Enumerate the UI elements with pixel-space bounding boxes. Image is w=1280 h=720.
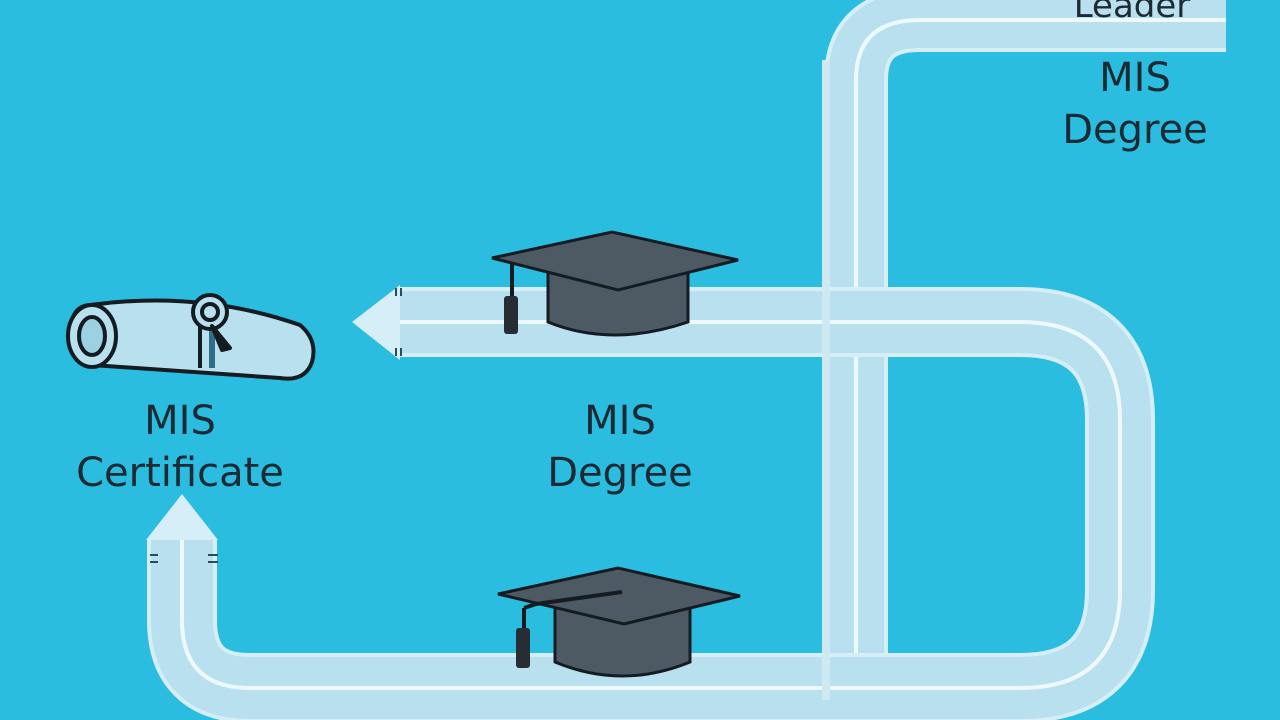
road-bottom [147,530,860,720]
graduation-cap-icon [491,230,739,337]
diploma-scroll-icon [66,293,316,381]
mis-degree-middle-label: MIS Degree [470,395,770,499]
mis-certificate-line1: MIS [144,398,216,444]
mis-degree-top-line2: Degree [1062,107,1208,153]
arrow-left-head [352,285,400,360]
road-loop [860,287,1155,720]
mis-certificate-label: MIS Certificate [40,395,320,499]
arrowheads [146,285,402,563]
mis-degree-top-label: MIS Degree [1000,52,1270,156]
mis-certificate-line2: Certificate [76,450,284,496]
mis-degree-top-line1: MIS [1099,55,1171,101]
lane-ticks [150,288,402,563]
mis-degree-middle-line1: MIS [584,398,656,444]
road-top [824,0,1226,700]
graduation-cap-icon [497,566,741,678]
leader-label: Leader [1073,0,1191,26]
mis-degree-middle-line2: Degree [547,450,693,496]
arrow-up-head [146,494,218,540]
pathway-roads [147,0,1226,720]
